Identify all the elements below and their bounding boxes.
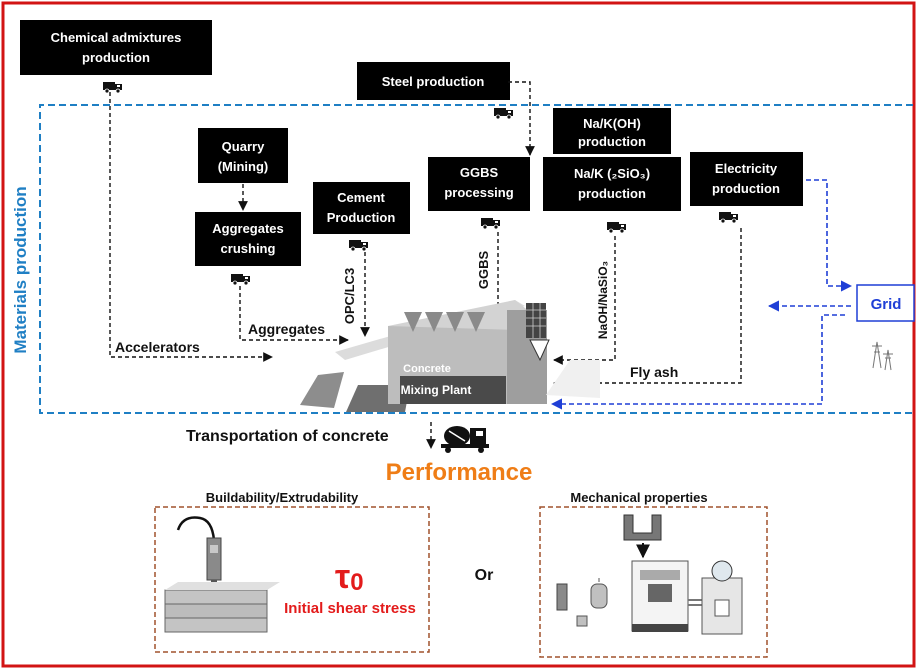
naoh-flow-label: NaOH/NaSiO₃: [596, 261, 610, 339]
electricity-line-1: Electricity: [715, 161, 778, 176]
electricity-to-grid-arrow: [806, 179, 853, 292]
tau-symbol: τ0: [335, 558, 364, 596]
fly-ash-arrow: [553, 228, 742, 388]
aggregates-label: Aggregates: [248, 321, 325, 337]
buildability-panel: [154, 506, 430, 653]
truck-icon: [102, 81, 123, 94]
truck-icon: [230, 273, 251, 286]
mixer-truck-icon: [441, 426, 489, 453]
mechanical-label: Mechanical properties: [570, 490, 707, 505]
steel-to-ggbs-arrow: [508, 81, 535, 156]
truck-icon: [493, 107, 514, 120]
quarry-line-1: Quarry: [222, 139, 265, 154]
ggbs-processing-box: GGBS processing: [428, 157, 530, 211]
materials-zone: [39, 104, 913, 414]
grid-box: [856, 284, 915, 322]
shear-stress-label: Initial shear stress: [284, 600, 416, 617]
ggbs-line-1: GGBS: [460, 165, 499, 180]
quarry-line-2: (Mining): [218, 159, 269, 174]
silicate-line-2: production: [578, 186, 646, 201]
extrusion-nozzle-icon: [164, 516, 280, 633]
naoh-line-2: production: [578, 134, 646, 149]
accelerators-arrow: [109, 92, 273, 362]
steel-line-1: Steel production: [382, 74, 485, 89]
compression-tester-icon: [556, 514, 743, 635]
cement-production-box: Cement Production: [313, 182, 410, 234]
naoh-production-box: Na/K(OH) production: [553, 108, 671, 154]
aggregates-line-2: crushing: [221, 241, 276, 256]
accelerators-label: Accelerators: [115, 339, 200, 355]
plant-line-2: Mixing Plant: [401, 383, 472, 397]
aggregates-line-1: Aggregates: [212, 221, 284, 236]
opc-label: OPC/LC3: [342, 268, 357, 324]
fly-ash-label: Fly ash: [630, 364, 678, 380]
performance-title: Performance: [386, 459, 533, 486]
transport-label: Transportation of concrete: [186, 428, 389, 445]
or-label: Or: [475, 567, 494, 584]
silicate-line-1: Na/K (₂SiO₃): [574, 166, 650, 181]
truck-icon: [718, 211, 739, 224]
power-tower-icon: [872, 341, 893, 371]
mechanical-panel: [539, 506, 768, 658]
cement-line-2: Production: [327, 210, 396, 225]
naoh-line-1: Na/K(OH): [583, 116, 641, 131]
electricity-line-2: production: [712, 181, 780, 196]
steel-production-box: Steel production: [357, 62, 510, 100]
ggbs-line-2: processing: [444, 185, 513, 200]
quarry-box: Quarry (Mining): [198, 128, 288, 183]
aggregates-arrow: [239, 286, 349, 345]
chemical-admixtures-box: Chemical admixtures production: [20, 20, 212, 75]
truck-icon: [606, 221, 627, 234]
cement-line-1: Cement: [337, 190, 385, 205]
truck-icon: [480, 217, 501, 230]
plant-line-1: Concrete: [403, 363, 451, 375]
materials-production-label: Materials production: [11, 186, 30, 353]
grid-label: Grid: [871, 296, 902, 313]
concrete-plant-icon: Concrete Mixing Plant: [300, 300, 600, 412]
electricity-production-box: Electricity production: [690, 152, 803, 206]
truck-icon: [348, 239, 369, 252]
ggbs-flow-label: GGBS: [476, 251, 491, 290]
aggregates-crushing-box: Aggregates crushing: [195, 212, 301, 266]
chemical-line-2: production: [82, 50, 150, 65]
chemical-line-1: Chemical admixtures: [51, 30, 182, 45]
silicate-production-box: Na/K (₂SiO₃) production: [543, 157, 681, 211]
grid-to-plant-arrow: [550, 314, 845, 410]
buildability-label: Buildability/Extrudability: [206, 490, 359, 505]
